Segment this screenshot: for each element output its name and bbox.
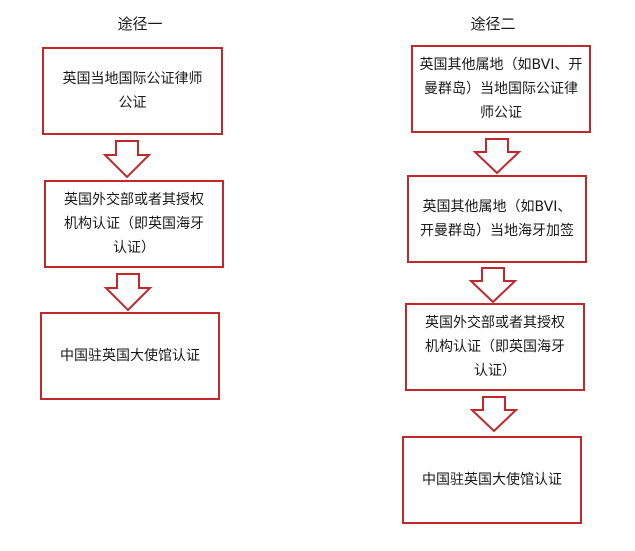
route2-step3-box: 英国外交部或者其授权机构认证（即英国海牙认证） [405,303,585,391]
route2-arrow3-icon [469,396,519,433]
route1-step3-label: 中国驻英国大使馆认证 [60,348,200,364]
route2-step4-box: 中国驻英国大使馆认证 [402,436,582,524]
route2-step4-label: 中国驻英国大使馆认证 [422,472,562,488]
route1-step1-label: 英国当地国际公证律师公证 [62,71,203,111]
route1-step1-box: 英国当地国际公证律师公证 [42,47,223,135]
route2-step3-label: 英国外交部或者其授权机构认证（即英国海牙认证） [425,315,565,379]
route2-title: 途径二 [470,15,516,33]
route1-title: 途径一 [117,15,163,33]
route2-step1-label: 英国其他属地（如BVI、开曼群岛）当地国际公证律师公证 [419,57,583,121]
route2-step2-box: 英国其他属地（如BVI、开曼群岛）当地海牙加签 [407,175,587,263]
route1-step3-box: 中国驻英国大使馆认证 [40,312,220,400]
route1-step2-box: 英国外交部或者其授权机构认证（即英国海牙认证） [44,180,224,268]
route2-arrow1-icon [472,138,522,175]
route2-step2-label: 英国其他属地（如BVI、开曼群岛）当地海牙加签 [420,199,574,239]
route2-arrow2-icon [468,267,518,304]
route1-step2-label: 英国外交部或者其授权机构认证（即英国海牙认证） [64,192,204,256]
route2-step1-box: 英国其他属地（如BVI、开曼群岛）当地国际公证律师公证 [411,45,591,133]
route1-arrow2-icon [103,273,153,312]
route1-arrow1-icon [102,140,152,179]
